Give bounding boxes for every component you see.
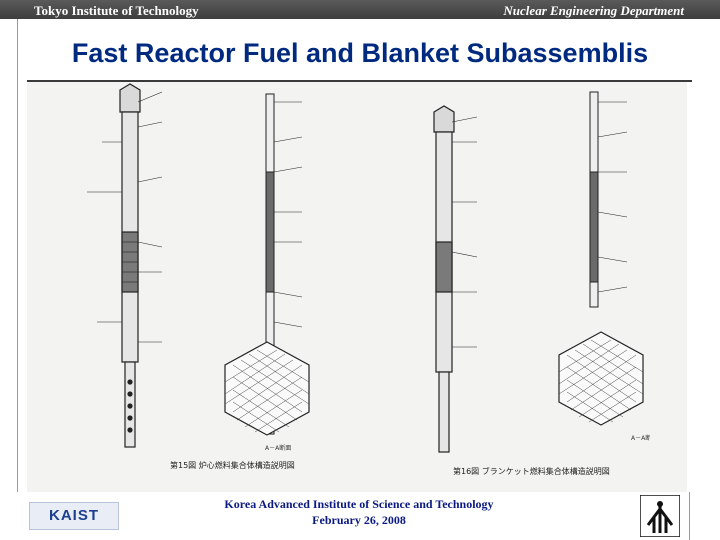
section-label-right: A－A断面 [631, 434, 657, 442]
cross-section-left [224, 341, 310, 436]
kaist-logo: KAIST [29, 502, 119, 530]
fuel-subassembly-drawing: A－A断面 A－A断面 第15図 炉心燃料集合体構造説明図 第16図 ブランケッ… [27, 82, 687, 492]
slide-title: Fast Reactor Fuel and Blanket Subassembl… [71, 38, 649, 68]
core-fuel-subassembly [87, 83, 163, 448]
figure-caption-right: 第16図 ブランケット燃料集合体構造説明図 [453, 466, 610, 476]
figure-caption-left: 第15図 炉心燃料集合体構造説明図 [170, 460, 295, 470]
footer-date: February 26, 2008 [312, 513, 406, 527]
section-label-left: A－A断面 [265, 444, 291, 452]
blanket-pin [589, 91, 628, 308]
titech-logo-icon [640, 495, 680, 537]
footer-institution: Korea Advanced Institute of Science and … [224, 497, 494, 511]
footer-right-rule [689, 492, 690, 540]
kaist-logo-text: KAIST [49, 507, 99, 524]
header-left-text: Tokyo Institute of Technology [34, 3, 199, 18]
cross-section-right [558, 331, 644, 426]
left-rule [17, 19, 18, 540]
header-right-text: Nuclear Engineering Department [503, 3, 684, 18]
blanket-subassembly [433, 105, 478, 453]
header-bar: Tokyo Institute of Technology Nuclear En… [0, 0, 720, 19]
footer [0, 492, 720, 540]
title-rule [27, 80, 692, 82]
footer-text: Korea Advanced Institute of Science and … [206, 496, 512, 528]
fuel-pin [265, 93, 303, 435]
